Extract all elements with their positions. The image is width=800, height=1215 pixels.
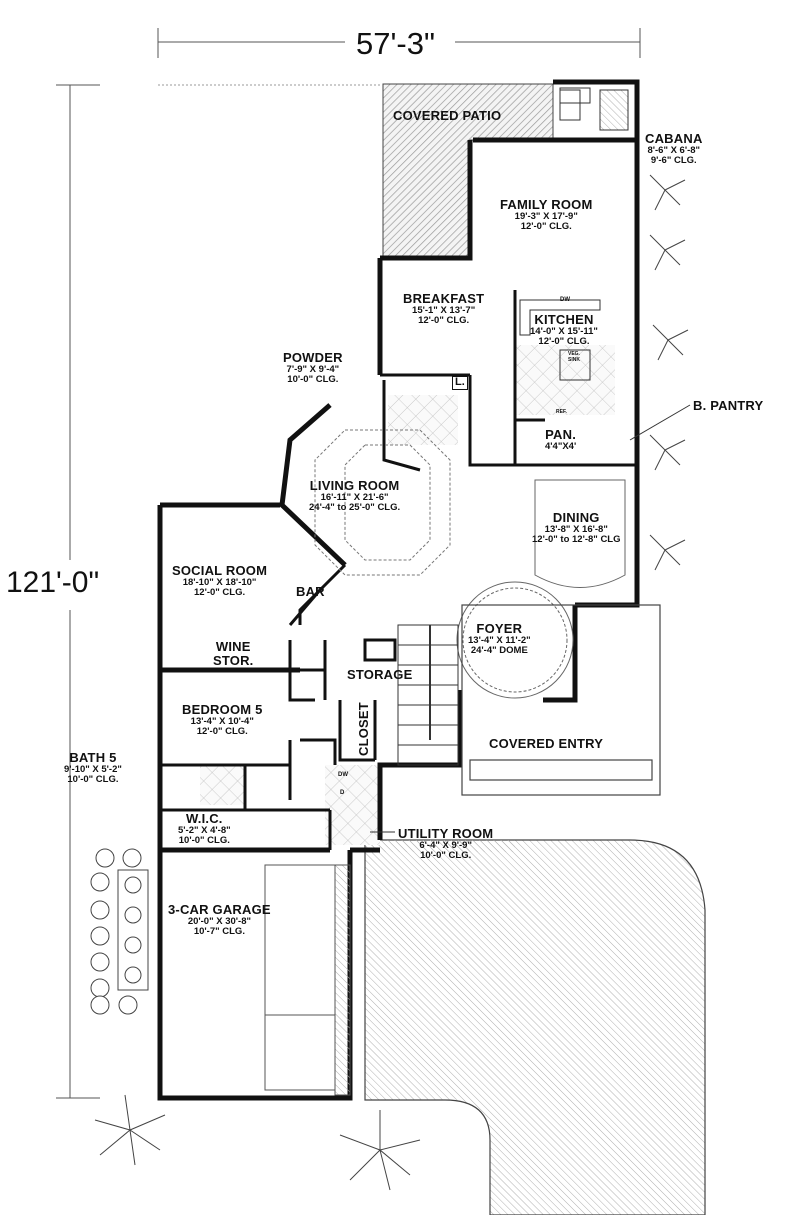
bedroom-5-label: BEDROOM 5 13'-4" X 10'-4" 12'-0" CLG. bbox=[182, 702, 263, 737]
landscape-shrubs bbox=[90, 848, 149, 1015]
dining-label: DINING 13'-8" X 16'-8" 12'-0" to 12'-8" … bbox=[532, 510, 621, 545]
length-dimension: 121'-0" bbox=[6, 566, 100, 600]
garage-label: 3-CAR GARAGE 20'-0" X 30'-8" 10'-7" CLG. bbox=[168, 902, 271, 937]
bath-floor bbox=[200, 765, 245, 805]
utility-floor bbox=[325, 765, 380, 845]
cabana-fixtures bbox=[559, 87, 629, 131]
b-pantry-label: B. PANTRY bbox=[693, 398, 764, 413]
interior-walls bbox=[160, 290, 637, 850]
living-room-label: LIVING ROOM 16'-11" X 21'-6" 24'-4" to 2… bbox=[309, 478, 401, 513]
wine-storage-label: WINE STOR. bbox=[213, 639, 254, 668]
powder-floor bbox=[388, 395, 458, 445]
driveway bbox=[364, 839, 706, 1215]
laundry-label: L. bbox=[452, 376, 468, 390]
social-room-label: SOCIAL ROOM 18'-10" X 18'-10" 12'-0" CLG… bbox=[172, 563, 268, 598]
foyer-label: FOYER 13'-4" X 11'-2" 24'-4" DOME bbox=[468, 621, 531, 656]
breakfast-label: BREAKFAST 15'-1" X 13'-7" 12'-0" CLG. bbox=[403, 291, 485, 326]
utility-d-label: D bbox=[340, 790, 345, 796]
garage-bays bbox=[264, 864, 351, 1096]
veg-sink-label-1: VEG. bbox=[568, 351, 580, 357]
kitchen-label: KITCHEN 14'-0" X 15'-11" 12'-0" CLG. bbox=[530, 312, 598, 347]
powder-label: POWDER 7'-9" X 9'-4" 10'-0" CLG. bbox=[283, 350, 343, 385]
family-room-label: FAMILY ROOM 19'-3" X 17'-9" 12'-0" CLG. bbox=[500, 197, 593, 232]
dimension-lines bbox=[56, 28, 641, 1099]
living-room-octagon bbox=[314, 429, 451, 576]
refrigerator-label: REF. bbox=[556, 409, 567, 415]
storage-label: STORAGE bbox=[347, 667, 413, 682]
cabana-label: CABANA 8'-6" X 6'-8" 9'-6" CLG. bbox=[645, 131, 703, 166]
wic-label: W.I.C. 5'-2" X 4'-8" 10'-0" CLG. bbox=[178, 811, 231, 846]
kitchen-island bbox=[519, 299, 601, 381]
covered-entry-label: COVERED ENTRY bbox=[489, 736, 604, 751]
utility-room-label: UTILITY ROOM 6'-4" X 9'-9" 10'-0" CLG. bbox=[398, 826, 494, 861]
utility-dw-label: DW bbox=[338, 772, 348, 778]
covered-patio-label: COVERED PATIO bbox=[393, 108, 502, 123]
bar-label: BAR bbox=[296, 584, 325, 599]
width-dimension: 57'-3" bbox=[350, 26, 441, 62]
covered-entry-outline bbox=[461, 604, 661, 796]
bath-5-label: BATH 5 9'-10" X 5'-2" 10'-0" CLG. bbox=[64, 750, 122, 785]
staircase bbox=[397, 624, 459, 766]
pantry-label: PAN. 4'4"X4' bbox=[545, 427, 577, 452]
palm-trees bbox=[94, 174, 689, 1191]
b-pantry-leader bbox=[629, 404, 691, 441]
veg-sink-label-2: SINK bbox=[568, 357, 580, 363]
foyer-dome bbox=[456, 479, 626, 699]
dishwasher-label: DW bbox=[560, 297, 570, 303]
